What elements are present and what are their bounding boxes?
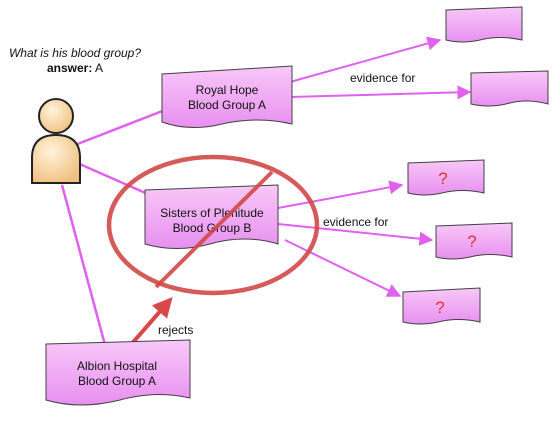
node-royal-hope-line1: Royal Hope [196, 83, 259, 97]
node-sisters[interactable]: Sisters of Plenitude Blood Group B [144, 184, 279, 249]
node-royal-hope-line2: Blood Group A [188, 98, 266, 112]
unknown-box-2[interactable]: ? [435, 222, 513, 260]
person-links [60, 108, 166, 346]
unknown-box-1[interactable]: ? [407, 159, 485, 196]
arrow-royal-to-box1 [289, 36, 442, 83]
node-albion-line2: Blood Group A [78, 374, 156, 388]
evidence-box-1[interactable] [445, 6, 523, 43]
link-person-sisters [74, 160, 151, 197]
link-person-albion [60, 184, 107, 346]
edge-label-evidence-for-1: evidence for [350, 71, 415, 85]
edge-label-evidence-for-2: evidence for [323, 215, 388, 229]
arrow-royal-to-box2 [289, 85, 472, 100]
person-icon[interactable] [31, 98, 81, 184]
question-text: What is his blood group? [8, 46, 142, 60]
rejects-arrow [126, 296, 173, 350]
unknown-marker-3: ? [435, 298, 444, 317]
node-albion-line1: Albion Hospital [77, 359, 157, 373]
answer-line: answer: A [0, 61, 150, 76]
node-albion[interactable]: Albion Hospital Blood Group A [45, 339, 191, 406]
unknown-marker-2: ? [467, 232, 476, 251]
unknown-box-3[interactable]: ? [402, 287, 481, 325]
rejection-circle-slash [106, 154, 320, 296]
evidence-arrows [277, 36, 472, 297]
arrow-sisters-to-q1 [277, 180, 404, 209]
node-royal-hope[interactable]: Royal Hope Blood Group A [161, 65, 293, 128]
edge-label-rejects: rejects [158, 323, 193, 337]
node-sisters-line2: Blood Group B [173, 221, 252, 235]
unknown-marker-1: ? [438, 169, 447, 188]
link-person-royal-hope [74, 108, 166, 147]
arrow-sisters-to-q2 [277, 223, 434, 246]
evidence-box-2[interactable] [470, 70, 549, 107]
question-block: What is his blood group? answer: A [0, 46, 150, 76]
node-sisters-line1: Sisters of Plenitude [160, 206, 264, 220]
answer-label: answer: [46, 61, 93, 75]
arrow-sisters-to-q3 [284, 239, 402, 297]
answer-value: A [95, 61, 104, 75]
